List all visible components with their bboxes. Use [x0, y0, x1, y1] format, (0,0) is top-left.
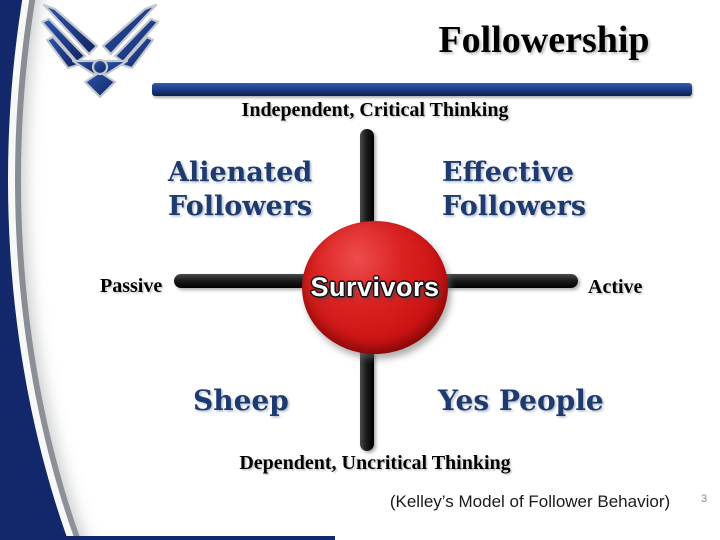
quadrant-effective-followers: Effective Followers: [442, 156, 586, 224]
quadrant-label-line: Followers: [168, 191, 313, 222]
quadrant-label-line: Alienated: [168, 157, 313, 188]
page-title: Followership: [438, 19, 650, 61]
axis-label-passive: Passive: [100, 275, 163, 297]
quadrant-label-line: Effective: [442, 157, 574, 188]
air-force-wings-icon: [40, 3, 160, 99]
axis-label-bottom: Dependent, Uncritical Thinking: [239, 452, 511, 474]
quadrant-yes-people: Yes People: [438, 384, 604, 417]
quadrant-sheep: Sheep: [193, 384, 289, 417]
page-number: 3: [701, 493, 708, 505]
axis-label-active: Active: [588, 276, 643, 298]
quadrant-alienated-followers: Alienated Followers: [168, 156, 312, 224]
footer-caption: (Kelley’s Model of Follower Behavior): [389, 492, 671, 511]
bottom-navy-line: [0, 536, 335, 540]
quadrant-label-line: Followers: [442, 191, 587, 222]
title-underline-bar: [152, 83, 692, 96]
survivors-label: Survivors: [310, 272, 440, 302]
survivors-circle: Survivors: [302, 221, 448, 354]
axis-label-top: Independent, Critical Thinking: [241, 99, 509, 121]
